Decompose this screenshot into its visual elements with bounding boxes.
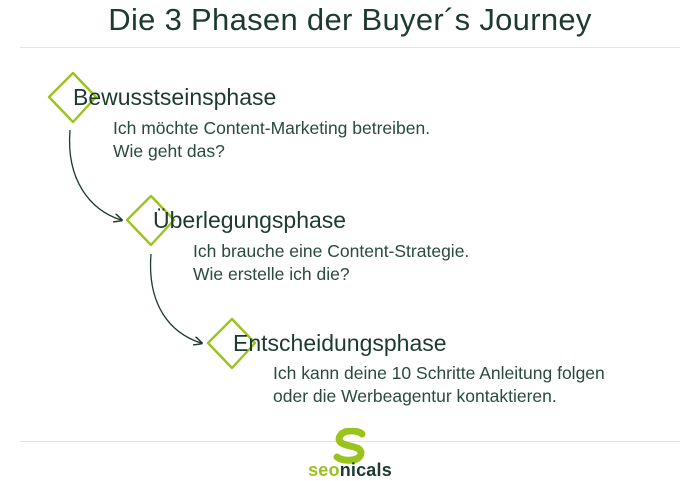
top-divider xyxy=(20,47,680,48)
phase-1-description-line-1: Ich möchte Content-Marketing betreiben. xyxy=(113,118,431,138)
phase-1-description: Ich möchte Content-Marketing betreiben. … xyxy=(113,117,430,163)
bottom-divider xyxy=(20,441,680,442)
page-title: Die 3 Phasen der Buyer´s Journey xyxy=(108,2,592,37)
phase-2-description-line-1: Ich brauche eine Content-Strategie. xyxy=(193,241,470,261)
phase-1-description-line-2: Wie geht das? xyxy=(113,141,225,161)
curved-arrow-icon xyxy=(68,129,121,220)
phase-1-title: Bewusstseinsphase xyxy=(73,84,277,110)
seonicals-logo: seonicals xyxy=(300,424,400,481)
phase-3-description-line-2: oder die Werbeagentur kontaktieren. xyxy=(273,386,557,406)
phase-3-description: Ich kann deine 10 Schritte Anleitung fol… xyxy=(273,362,605,408)
seonicals-s-logo-icon xyxy=(333,428,366,464)
phase-2-description-line-2: Wie erstelle ich die? xyxy=(193,264,350,284)
diamond-outline-icon xyxy=(125,194,176,247)
diamond-outline-icon xyxy=(47,71,98,124)
logo-wordmark: seonicals xyxy=(300,460,400,481)
logo-wordmark-prefix: seo xyxy=(308,460,340,480)
phase-2-title: Überlegungsphase xyxy=(153,207,347,233)
logo-wordmark-suffix: nicals xyxy=(339,460,392,480)
phase-2-description: Ich brauche eine Content-Strategie. Wie … xyxy=(193,240,469,286)
diamond-outline-icon xyxy=(206,317,257,370)
phase-3-title: Entscheidungsphase xyxy=(233,330,447,356)
phase-3-description-line-1: Ich kann deine 10 Schritte Anleitung fol… xyxy=(273,363,605,383)
curved-arrow-icon xyxy=(149,253,201,343)
